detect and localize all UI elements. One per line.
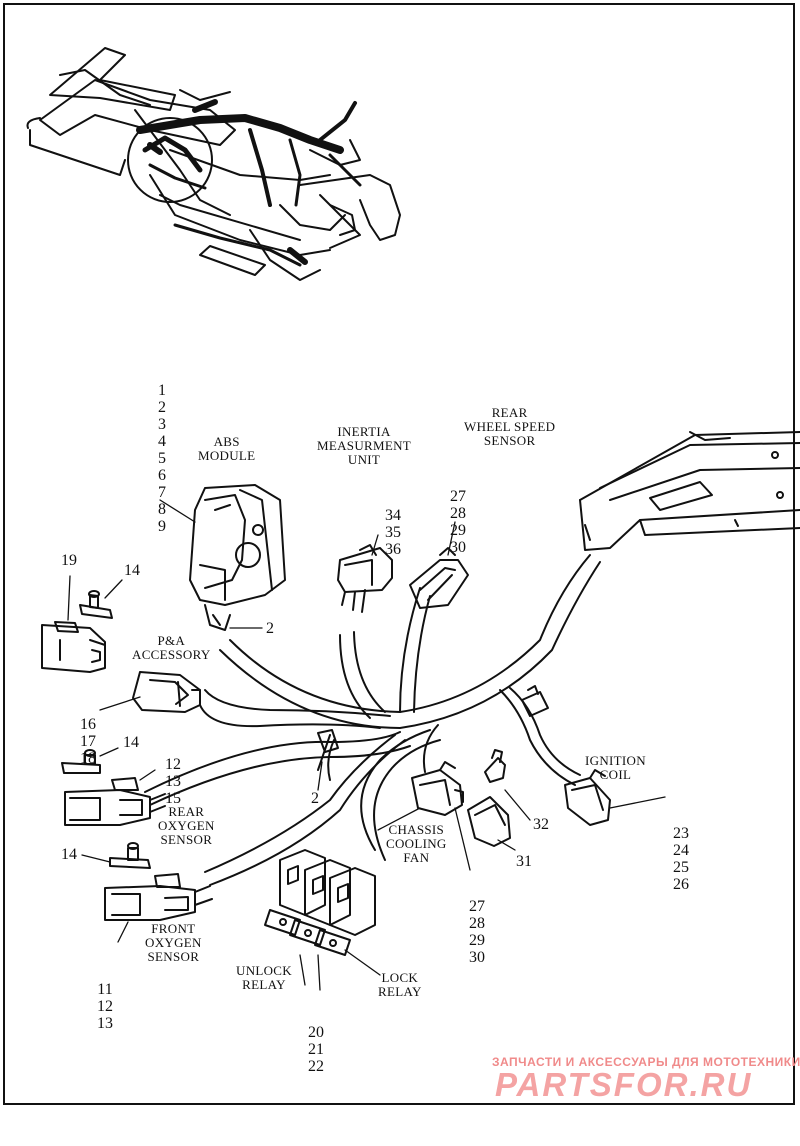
label-inertia-unit: INERTIA MEASURMENT UNIT [317, 424, 412, 467]
abs-module [189, 484, 286, 631]
inertia-unit-connector [337, 544, 393, 613]
main-harness [144, 554, 601, 886]
callout-item-31: 31 [516, 853, 532, 870]
label-chassis-cooling-fan: CHASSIS COOLING FAN [386, 822, 447, 865]
clip-14-low [109, 842, 151, 869]
callout-item-32: 32 [533, 816, 549, 833]
rear-fender-frame [579, 431, 800, 551]
label-unlock-relay: UNLOCK RELAY [236, 963, 292, 992]
rear-wheel-speed-connector [409, 547, 469, 609]
relay-block [264, 849, 376, 956]
callout-clip-14-mid: 14 [123, 734, 139, 751]
label-ignition-coil: IGNITION COIL [585, 753, 646, 782]
motorcycle-frame-overview [26, 47, 401, 281]
callout-harness-clip: 2 [311, 790, 319, 807]
callout-connector-19: 19 [61, 552, 77, 569]
item-32-clip [484, 749, 506, 783]
harness-clip-ignition [521, 685, 549, 717]
drawing-border [3, 3, 795, 1105]
clip-14-mid [61, 749, 101, 774]
front-oxygen-connector [104, 873, 213, 921]
label-rear-wheel-speed: REAR WHEEL SPEED SENSOR [464, 405, 556, 448]
item-31-connector [467, 796, 511, 847]
pa-accessory-connector [132, 671, 201, 713]
leader-lines [67, 499, 666, 991]
label-pa-accessory: P&A ACCESSORY [132, 633, 211, 662]
callout-abs-clip: 2 [266, 620, 274, 637]
label-abs-module: ABS MODULE [198, 434, 256, 463]
connector-19 [41, 621, 106, 673]
label-lock-relay: LOCK RELAY [378, 970, 422, 999]
label-rear-oxygen: REAR OXYGEN SENSOR [158, 804, 215, 847]
watermark-tagline: ЗАПЧАСТИ И АКСЕССУАРЫ ДЛЯ МОТОТЕХНИКИ [492, 1055, 800, 1069]
rear-oxygen-connector [64, 777, 166, 826]
clip-14-top [79, 590, 113, 619]
ignition-coil-connector [564, 769, 611, 826]
callout-clip-14-low: 14 [61, 846, 77, 863]
label-front-oxygen: FRONT OXYGEN SENSOR [145, 921, 202, 964]
watermark-logo: PARTSFOR.RU [495, 1066, 753, 1103]
chassis-cooling-fan-connector [411, 761, 464, 816]
callout-clip-14-top: 14 [124, 562, 140, 579]
harness-clip-2 [317, 729, 339, 753]
